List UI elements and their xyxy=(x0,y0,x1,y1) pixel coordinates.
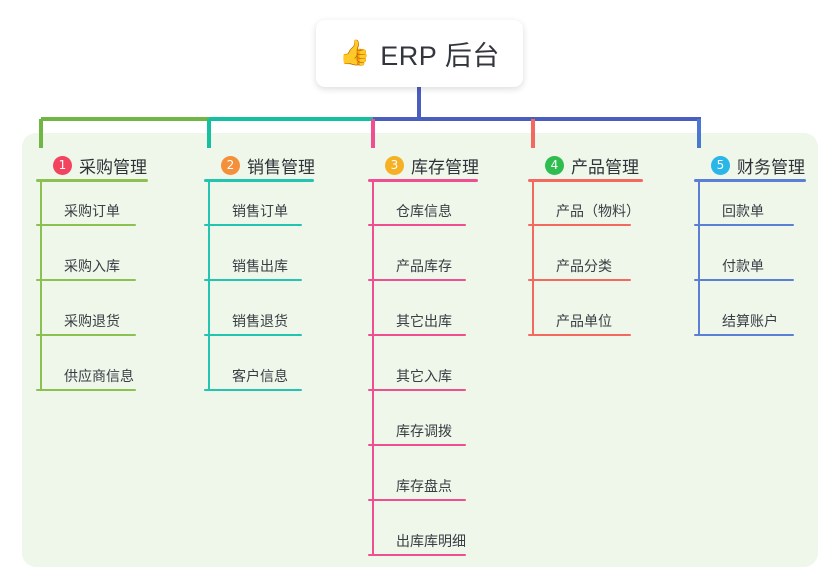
column-产品管理: 4 产品管理产品（物料） 产品分类产品单位 xyxy=(528,148,643,336)
leaf-node-label: 产品分类 xyxy=(556,258,612,274)
column-header-underline xyxy=(204,179,314,182)
leaf-node[interactable]: 供应商信息 xyxy=(36,357,136,391)
leaf-node-label: 销售订单 xyxy=(232,203,288,219)
leaf-node[interactable]: 产品分类 xyxy=(528,247,631,281)
column-number-badge: 5 xyxy=(711,155,730,175)
column-number-badge: 2 xyxy=(221,155,240,175)
leaf-node[interactable]: 产品单位 xyxy=(528,302,631,336)
leaf-node[interactable]: 库存调拨 xyxy=(368,412,466,446)
leaf-node-label: 库存调拨 xyxy=(396,423,452,439)
leaf-node-underline xyxy=(368,444,466,446)
leaf-node-underline xyxy=(36,279,136,281)
leaf-node-label: 库存盘点 xyxy=(396,478,452,494)
leaf-node-label: 产品库存 xyxy=(396,258,452,274)
thumbs-up-icon: 👍 xyxy=(339,39,371,67)
leaf-node[interactable]: 库存盘点 xyxy=(368,467,466,501)
leaf-node-underline xyxy=(36,334,136,336)
leaf-node-underline xyxy=(204,389,302,391)
leaf-node-label: 产品（物料） xyxy=(556,203,640,219)
leaf-node-label: 付款单 xyxy=(722,258,764,274)
leaf-node[interactable]: 产品库存 xyxy=(368,247,466,281)
column-库存管理: 3 库存管理仓库信息产品库存其它出库其它入库库存调拨库存盘点出库库明细 xyxy=(368,148,479,556)
leaf-node[interactable]: 其它入库 xyxy=(368,357,466,391)
column-采购管理: 1 采购管理采购订单采购入库采购退货供应商信息 xyxy=(36,148,148,391)
column-title-label: 财务管理 xyxy=(737,157,805,177)
column-header-5[interactable]: 5 财务管理 xyxy=(694,148,806,182)
leaf-node[interactable]: 客户信息 xyxy=(204,357,302,391)
leaf-node-underline xyxy=(528,224,631,226)
leaf-node-underline xyxy=(694,279,794,281)
leaf-node-label: 其它出库 xyxy=(396,313,452,329)
column-title-label: 产品管理 xyxy=(571,157,639,177)
leaf-node-underline xyxy=(204,279,302,281)
leaf-node[interactable]: 采购入库 xyxy=(36,247,136,281)
leaf-node-underline xyxy=(368,279,466,281)
column-header-underline xyxy=(36,179,148,182)
leaf-node-underline xyxy=(528,279,631,281)
column-header-underline xyxy=(694,179,806,182)
leaf-node-label: 采购订单 xyxy=(64,203,120,219)
leaf-node-label: 结算账户 xyxy=(722,313,778,329)
column-header-2[interactable]: 2 销售管理 xyxy=(204,148,315,182)
leaf-node-label: 产品单位 xyxy=(556,313,612,329)
leaf-node[interactable]: 采购退货 xyxy=(36,302,136,336)
columns-background-panel xyxy=(22,133,818,567)
column-title-label: 采购管理 xyxy=(79,157,147,177)
column-title-label: 库存管理 xyxy=(411,157,479,177)
leaf-node-label: 回款单 xyxy=(722,203,764,219)
leaf-node-underline xyxy=(36,224,136,226)
leaf-node[interactable]: 其它出库 xyxy=(368,302,466,336)
leaf-node-underline xyxy=(528,334,631,336)
leaf-node-underline xyxy=(694,334,794,336)
leaf-node-underline xyxy=(368,499,466,501)
leaf-node[interactable]: 回款单 xyxy=(694,192,794,226)
column-header-underline xyxy=(528,179,643,182)
leaf-node-label: 仓库信息 xyxy=(396,203,452,219)
leaf-node-label: 采购入库 xyxy=(64,258,120,274)
leaf-node-underline xyxy=(368,334,466,336)
column-销售管理: 2 销售管理销售订单销售出库销售退货客户信息 xyxy=(204,148,315,391)
leaf-node-label: 客户信息 xyxy=(232,368,288,384)
leaf-node-underline xyxy=(368,224,466,226)
leaf-node-underline xyxy=(36,389,136,391)
leaf-node[interactable]: 仓库信息 xyxy=(368,192,466,226)
leaf-node[interactable]: 产品（物料） xyxy=(528,192,640,226)
leaf-node[interactable]: 采购订单 xyxy=(36,192,136,226)
column-header-4[interactable]: 4 产品管理 xyxy=(528,148,643,182)
leaf-node-label: 出库库明细 xyxy=(396,533,466,549)
leaf-node-underline xyxy=(368,389,466,391)
leaf-node-label: 采购退货 xyxy=(64,313,120,329)
leaf-node-label: 销售出库 xyxy=(232,258,288,274)
leaf-node-underline xyxy=(368,554,466,556)
column-title-label: 销售管理 xyxy=(247,157,315,177)
leaf-node-label: 供应商信息 xyxy=(64,368,134,384)
column-number-badge: 4 xyxy=(545,155,564,175)
leaf-node-underline xyxy=(204,224,302,226)
column-财务管理: 5 财务管理回款单付款单结算账户 xyxy=(694,148,806,336)
root-node-erp-backend[interactable]: 👍 ERP 后台 xyxy=(316,20,523,87)
column-number-badge: 3 xyxy=(385,155,404,175)
leaf-node[interactable]: 销售出库 xyxy=(204,247,302,281)
column-header-3[interactable]: 3 库存管理 xyxy=(368,148,479,182)
leaf-node-label: 其它入库 xyxy=(396,368,452,384)
leaf-node-underline xyxy=(204,334,302,336)
column-header-underline xyxy=(368,179,478,182)
root-node-label: ERP 后台 xyxy=(380,41,500,71)
leaf-node-underline xyxy=(694,224,794,226)
column-number-badge: 1 xyxy=(53,155,72,175)
leaf-node[interactable]: 销售退货 xyxy=(204,302,302,336)
leaf-node[interactable]: 出库库明细 xyxy=(368,522,466,556)
leaf-node[interactable]: 付款单 xyxy=(694,247,794,281)
leaf-node[interactable]: 结算账户 xyxy=(694,302,794,336)
leaf-node-label: 销售退货 xyxy=(232,313,288,329)
column-header-1[interactable]: 1 采购管理 xyxy=(36,148,148,182)
leaf-node[interactable]: 销售订单 xyxy=(204,192,302,226)
